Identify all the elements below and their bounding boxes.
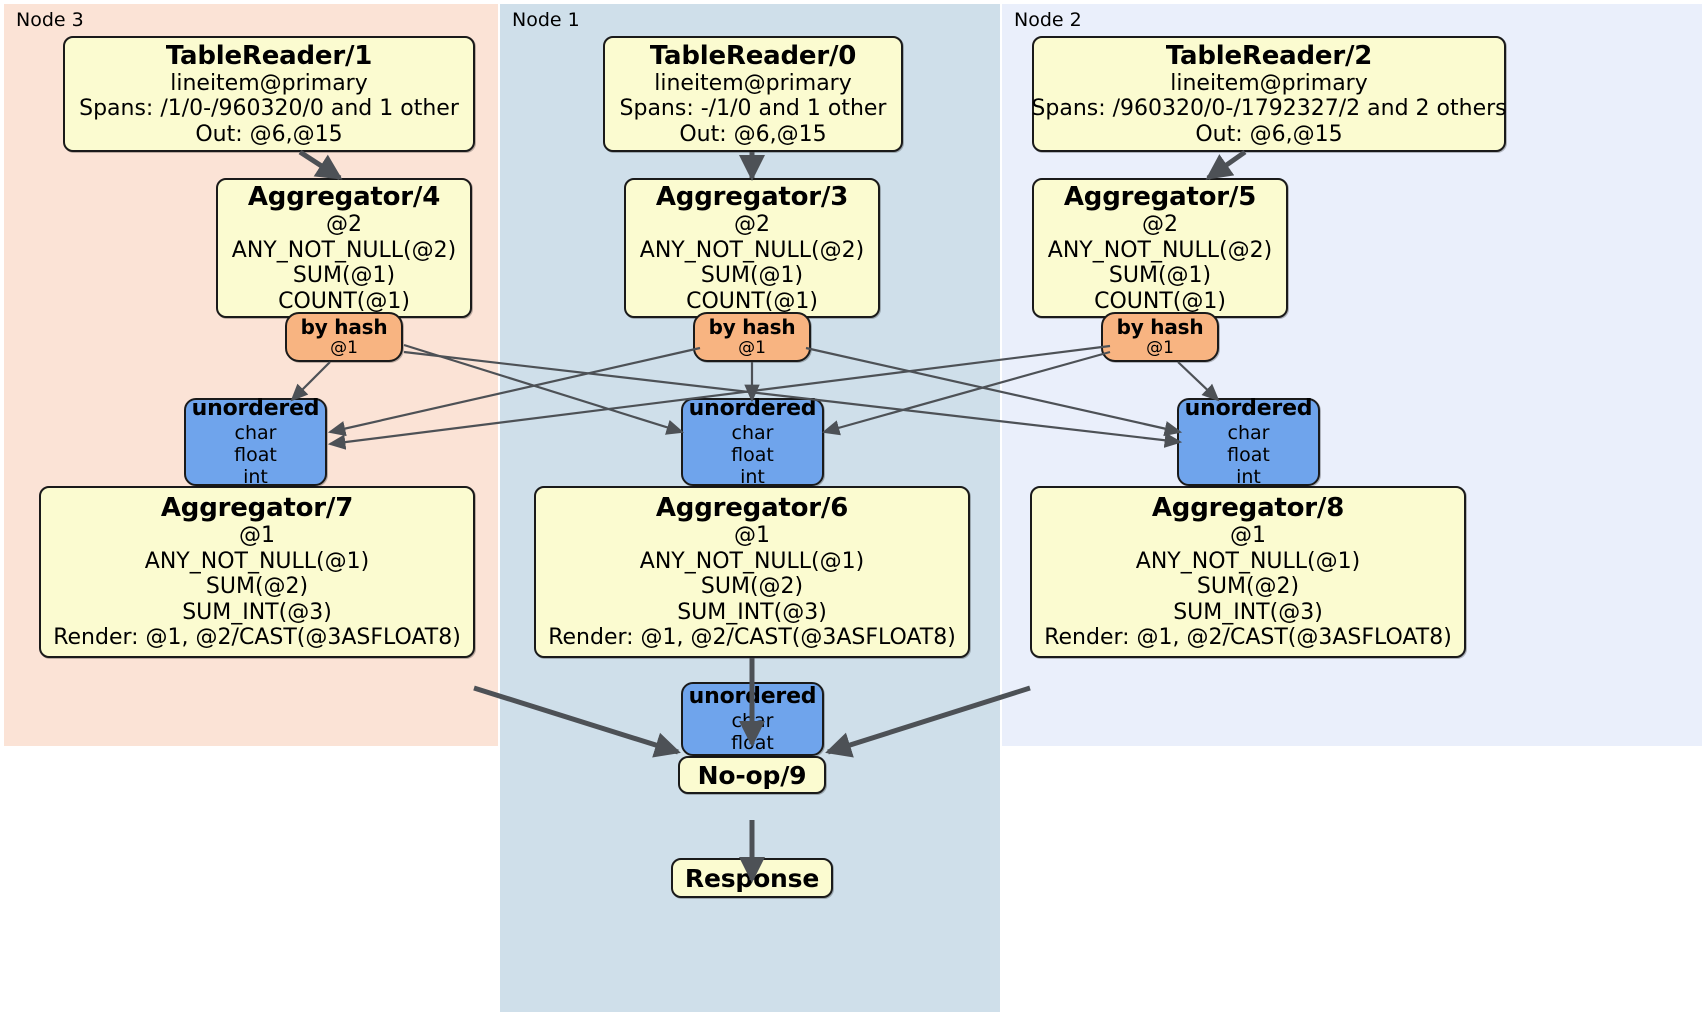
- sync-title: unordered: [1184, 396, 1313, 422]
- box-response[interactable]: Response: [671, 858, 833, 898]
- box-title: No-op/9: [697, 760, 807, 790]
- box-title: TableReader/0: [649, 40, 857, 71]
- box-line: ANY_NOT_NULL(@2): [231, 237, 457, 263]
- box-line: COUNT(@1): [686, 288, 818, 314]
- router-line: @1: [1146, 337, 1174, 358]
- router-title: by hash: [708, 314, 796, 339]
- router-line: @1: [738, 337, 766, 358]
- node-region-label-node3: Node 3: [16, 9, 84, 31]
- box-table-reader-1[interactable]: TableReader/1 lineitem@primary Spans: /1…: [63, 36, 475, 152]
- box-line: SUM(@1): [1108, 263, 1212, 289]
- box-aggregator-8[interactable]: Aggregator/8 @1 ANY_NOT_NULL(@1) SUM(@2)…: [1030, 486, 1466, 658]
- sync-line: char: [1227, 421, 1270, 444]
- box-aggregator-4[interactable]: Aggregator/4 @2 ANY_NOT_NULL(@2) SUM(@1)…: [216, 178, 472, 318]
- sync-line: float: [234, 443, 277, 466]
- box-line: Out: @6,@15: [679, 121, 827, 147]
- box-line: Render: @1, @2/CAST(@3ASFLOAT8): [53, 625, 461, 651]
- sync-line: float: [731, 443, 774, 466]
- sync-title: unordered: [688, 396, 817, 422]
- box-title: Aggregator/7: [160, 493, 354, 524]
- node-region-label-node2: Node 2: [1014, 9, 1082, 31]
- box-noop-9[interactable]: No-op/9: [678, 756, 826, 794]
- sync-line: float: [731, 731, 774, 754]
- box-title: Response: [684, 863, 820, 893]
- box-line: SUM(@1): [700, 263, 804, 289]
- box-line: lineitem@primary: [654, 70, 852, 96]
- box-line: ANY_NOT_NULL(@1): [639, 548, 865, 574]
- box-line: SUM_INT(@3): [1173, 599, 1323, 625]
- box-line: SUM_INT(@3): [677, 599, 827, 625]
- box-line: ANY_NOT_NULL(@1): [144, 548, 370, 574]
- box-line: Spans: -/1/0 and 1 other: [619, 96, 887, 122]
- synchronizer-unordered-node1[interactable]: unordered char float int: [681, 396, 824, 488]
- box-title: Aggregator/4: [247, 181, 441, 212]
- sync-line: int: [243, 465, 268, 488]
- box-line: Render: @1, @2/CAST(@3ASFLOAT8): [1044, 625, 1452, 651]
- box-line: Spans: /960320/0-/1792327/2 and 2 others: [1031, 96, 1507, 122]
- router-by-hash-node1[interactable]: by hash @1: [693, 312, 811, 362]
- box-title: Aggregator/6: [655, 493, 849, 524]
- sync-line: int: [1236, 465, 1261, 488]
- router-by-hash-node3[interactable]: by hash @1: [285, 312, 403, 362]
- box-table-reader-2[interactable]: TableReader/2 lineitem@primary Spans: /9…: [1031, 36, 1507, 152]
- box-line: @2: [734, 212, 770, 238]
- box-line: @1: [734, 523, 770, 549]
- box-line: SUM(@2): [1196, 574, 1300, 600]
- box-line: @2: [1142, 212, 1178, 238]
- box-line: @2: [326, 212, 362, 238]
- box-line: SUM(@2): [700, 574, 804, 600]
- box-line: Spans: /1/0-/960320/0 and 1 other: [79, 96, 459, 122]
- box-line: SUM(@2): [205, 574, 309, 600]
- synchronizer-unordered-final[interactable]: unordered char float: [681, 682, 824, 756]
- router-line: @1: [330, 337, 358, 358]
- sync-line: char: [731, 421, 774, 444]
- box-title: Aggregator/8: [1151, 493, 1345, 524]
- box-line: Out: @6,@15: [1195, 121, 1343, 147]
- box-line: @1: [1230, 523, 1266, 549]
- sync-line: char: [731, 709, 774, 732]
- box-title: TableReader/2: [1165, 40, 1373, 71]
- node-region-label-node1: Node 1: [512, 9, 580, 31]
- sync-line: char: [234, 421, 277, 444]
- box-line: lineitem@primary: [1170, 70, 1368, 96]
- box-line: SUM(@1): [292, 263, 396, 289]
- router-title: by hash: [1116, 314, 1204, 339]
- box-line: ANY_NOT_NULL(@1): [1135, 548, 1361, 574]
- sync-line: float: [1227, 443, 1270, 466]
- sync-title: unordered: [688, 684, 817, 710]
- router-by-hash-node2[interactable]: by hash @1: [1101, 312, 1219, 362]
- sync-line: int: [740, 465, 765, 488]
- box-line: ANY_NOT_NULL(@2): [639, 237, 865, 263]
- synchronizer-unordered-node3[interactable]: unordered char float int: [184, 396, 327, 488]
- box-table-reader-0[interactable]: TableReader/0 lineitem@primary Spans: -/…: [603, 36, 903, 152]
- box-line: @1: [239, 523, 275, 549]
- synchronizer-unordered-node2[interactable]: unordered char float int: [1177, 396, 1320, 488]
- box-line: lineitem@primary: [170, 70, 368, 96]
- box-aggregator-7[interactable]: Aggregator/7 @1 ANY_NOT_NULL(@1) SUM(@2)…: [39, 486, 475, 658]
- box-title: Aggregator/5: [1063, 181, 1257, 212]
- box-line: Out: @6,@15: [195, 121, 343, 147]
- box-title: Aggregator/3: [655, 181, 849, 212]
- sync-title: unordered: [191, 396, 320, 422]
- box-line: Render: @1, @2/CAST(@3ASFLOAT8): [548, 625, 956, 651]
- box-line: COUNT(@1): [1094, 288, 1226, 314]
- box-aggregator-5[interactable]: Aggregator/5 @2 ANY_NOT_NULL(@2) SUM(@1)…: [1032, 178, 1288, 318]
- box-line: COUNT(@1): [278, 288, 410, 314]
- box-line: ANY_NOT_NULL(@2): [1047, 237, 1273, 263]
- box-aggregator-3[interactable]: Aggregator/3 @2 ANY_NOT_NULL(@2) SUM(@1)…: [624, 178, 880, 318]
- router-title: by hash: [300, 314, 388, 339]
- box-aggregator-6[interactable]: Aggregator/6 @1 ANY_NOT_NULL(@1) SUM(@2)…: [534, 486, 970, 658]
- box-title: TableReader/1: [165, 40, 373, 71]
- box-line: SUM_INT(@3): [182, 599, 332, 625]
